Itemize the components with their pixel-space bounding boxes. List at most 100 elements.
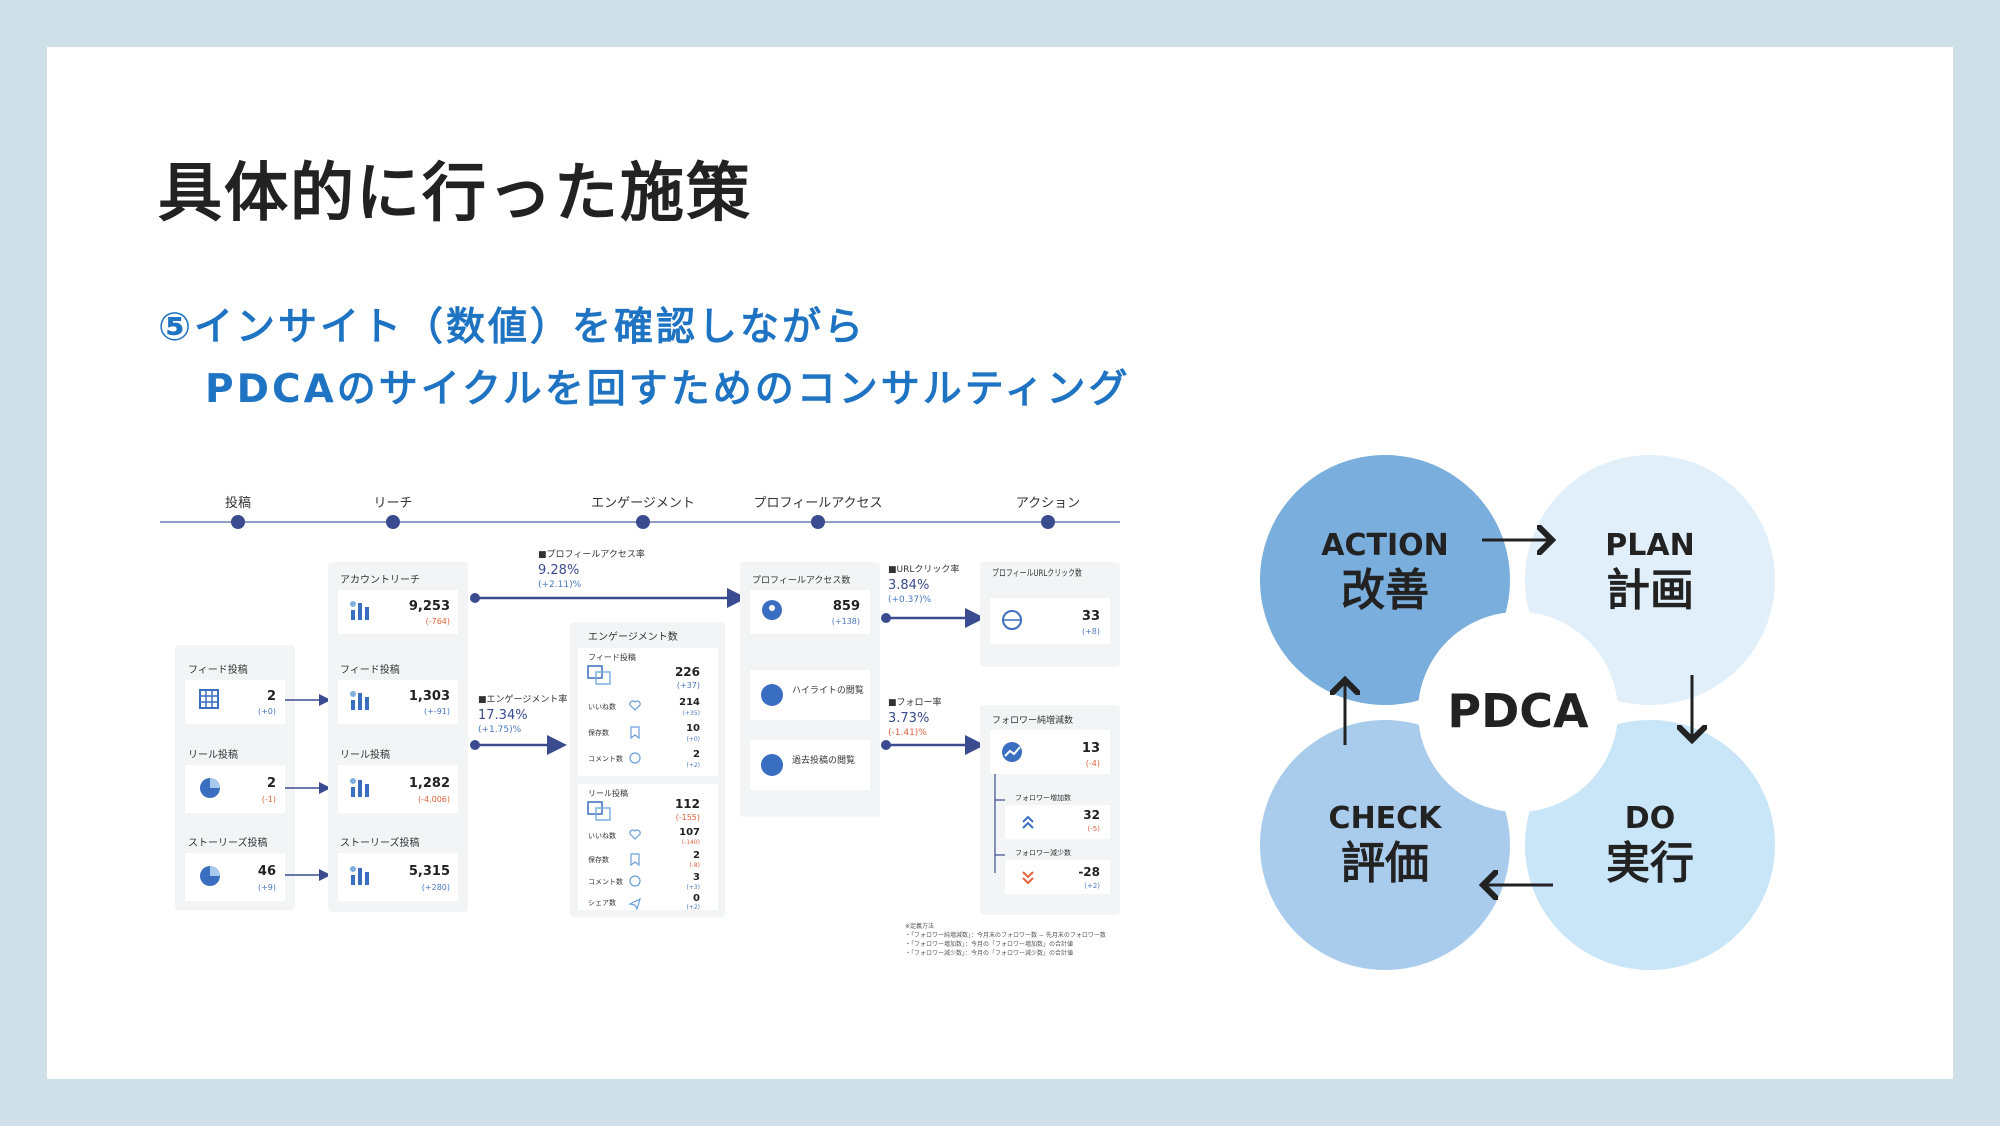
svg-text:ストーリーズ投稿: ストーリーズ投稿 xyxy=(188,836,268,849)
insight-dashboard: 投稿 リーチ エンゲージメント プロフィールアクセス アクション フィード投稿 … xyxy=(160,495,1120,957)
svg-text:(+9): (+9) xyxy=(258,883,276,892)
url-click-rate: ■URLクリック率 3.84% (+0.37)% xyxy=(888,563,959,605)
location-pin-icon xyxy=(762,600,782,620)
svg-text:112: 112 xyxy=(675,797,700,811)
svg-text:1,282: 1,282 xyxy=(409,776,450,791)
svg-text:(+2): (+2) xyxy=(1084,882,1100,890)
engagement-rate: ■エンゲージメント率 17.34% (+1.75)% xyxy=(478,693,567,735)
do-jp-label: 実行 xyxy=(1606,838,1694,889)
svg-text:フォロワー減少数: フォロワー減少数 xyxy=(1015,848,1071,857)
stage-label: エンゲージメント xyxy=(591,496,695,511)
svg-text:(-4): (-4) xyxy=(1086,759,1100,768)
svg-text:(+280): (+280) xyxy=(422,883,450,892)
svg-text:フィード投稿: フィード投稿 xyxy=(588,652,636,662)
bookmark-icon xyxy=(630,853,640,867)
url-clicks-card: プロフィールURLクリック数 33 (+8) xyxy=(990,567,1110,644)
subtitle-line-1: ⑤インサイト（数値）を確認しながら xyxy=(158,305,867,350)
globe-search-icon xyxy=(1002,610,1022,630)
reach-panel xyxy=(328,562,468,912)
svg-text:32: 32 xyxy=(1083,808,1100,822)
svg-text:(+2): (+2) xyxy=(686,762,700,769)
profile-access-rate: ■プロフィールアクセス率 9.28% (+2.11)% xyxy=(538,548,645,590)
svg-text:■プロフィールアクセス率: ■プロフィールアクセス率 xyxy=(538,548,645,560)
svg-text:フィード投稿: フィード投稿 xyxy=(188,663,248,676)
svg-text:2: 2 xyxy=(693,749,700,760)
stage-アクション: アクション xyxy=(1016,496,1080,529)
posts-stories-card: ストーリーズ投稿 46 (+9) xyxy=(185,836,285,901)
svg-text:■フォロー率: ■フォロー率 xyxy=(888,696,942,708)
pdca-cycle-diagram: ACTION 改善 PLAN 計画 CHECK 評価 DO 実行 PDCA xyxy=(1260,455,1775,970)
svg-text:(-8): (-8) xyxy=(689,862,700,869)
subtitle-line-2: PDCAのサイクルを回すためのコンサルティング xyxy=(205,367,1131,412)
followers-gain-card: フォロワー増加数 32 (-5) xyxy=(1005,793,1110,839)
svg-text:9,253: 9,253 xyxy=(409,599,450,614)
svg-text:(-1.41)%: (-1.41)% xyxy=(888,728,927,738)
svg-text:3.84%: 3.84% xyxy=(888,578,929,593)
do-en-label: DO xyxy=(1625,801,1675,836)
svg-text:13: 13 xyxy=(1082,741,1100,756)
stage-投稿: 投稿 xyxy=(225,495,251,529)
definition-notes: ※定義方法 ・「フォロワー純増減数」：今月末のフォロワー数 − 先月末のフォロワ… xyxy=(905,922,1106,957)
double-chevron-down-icon xyxy=(1022,871,1034,885)
svg-text:(-155): (-155) xyxy=(676,813,700,822)
svg-text:コメント数: コメント数 xyxy=(588,754,623,763)
svg-text:保存数: 保存数 xyxy=(588,855,609,864)
svg-text:3.73%: 3.73% xyxy=(888,711,929,726)
svg-text:リール投稿: リール投稿 xyxy=(588,788,628,798)
svg-text:(+138): (+138) xyxy=(832,617,860,626)
share-icon xyxy=(628,897,641,911)
pdca-center-label: PDCA xyxy=(1447,684,1589,738)
action-jp-label: 改善 xyxy=(1341,565,1429,616)
posts-feed-card: フィード投稿 2 (+0) xyxy=(185,663,285,724)
svg-text:フォロワー純増減数: フォロワー純増減数 xyxy=(992,714,1073,726)
people-icon xyxy=(587,665,611,685)
reach-feed-card: フィード投稿 1,303 (+-91) xyxy=(338,663,458,724)
svg-text:コメント数: コメント数 xyxy=(588,877,623,886)
bookmark-icon xyxy=(630,726,640,740)
svg-text:(+2.11)%: (+2.11)% xyxy=(538,580,582,590)
svg-text:33: 33 xyxy=(1082,609,1100,624)
pdca-center-circle xyxy=(1418,612,1618,812)
trend-up-icon xyxy=(1002,742,1022,762)
svg-text:9.28%: 9.28% xyxy=(538,563,579,578)
plan-en-label: PLAN xyxy=(1605,528,1694,563)
double-chevron-up-icon xyxy=(1022,815,1034,829)
reach-stories-card: ストーリーズ投稿 5,315 (+280) xyxy=(338,836,458,901)
engagement-title: エンゲージメント数 xyxy=(588,630,678,643)
svg-text:(-5): (-5) xyxy=(1088,825,1101,833)
svg-text:・「フォロワー減少数」：今月の「フォロワー減少数」の合計値: ・「フォロワー減少数」：今月の「フォロワー減少数」の合計値 xyxy=(905,949,1073,957)
svg-text:プロフィールアクセス数: プロフィールアクセス数 xyxy=(752,574,850,586)
svg-text:過去投稿の閲覧: 過去投稿の閲覧 xyxy=(792,754,855,766)
svg-text:■URLクリック率: ■URLクリック率 xyxy=(888,563,959,575)
svg-text:リール投稿: リール投稿 xyxy=(340,748,390,761)
action-en-label: ACTION xyxy=(1321,528,1448,563)
svg-text:(+35): (+35) xyxy=(683,710,700,717)
svg-text:-28: -28 xyxy=(1078,865,1100,879)
svg-text:■エンゲージメント率: ■エンゲージメント率 xyxy=(478,693,567,705)
grid-icon xyxy=(199,689,219,709)
svg-text:214: 214 xyxy=(679,697,700,708)
check-en-label: CHECK xyxy=(1329,801,1444,836)
check-jp-label: 評価 xyxy=(1341,838,1429,889)
followers-net-card: フォロワー純増減数 13 (-4) xyxy=(990,714,1110,774)
pie-chart-icon xyxy=(200,778,220,798)
follow-rate: ■フォロー率 3.73% (-1.41)% xyxy=(888,696,942,738)
svg-text:フォロワー増加数: フォロワー増加数 xyxy=(1015,793,1071,802)
svg-text:(-1): (-1) xyxy=(262,795,276,804)
pie-chart-icon xyxy=(200,866,220,886)
posts-reel-card: リール投稿 2 (-1) xyxy=(185,748,285,813)
svg-text:3: 3 xyxy=(693,872,700,883)
svg-text:(+0): (+0) xyxy=(258,707,276,716)
followers-loss-card: フォロワー減少数 -28 (+2) xyxy=(1005,848,1110,894)
svg-text:リール投稿: リール投稿 xyxy=(188,748,238,761)
svg-text:いいね数: いいね数 xyxy=(588,702,616,711)
past-posts-icon xyxy=(761,754,783,776)
comment-icon xyxy=(629,875,641,887)
people-icon xyxy=(587,801,611,821)
svg-text:いいね数: いいね数 xyxy=(588,831,616,840)
stage-プロフィールアクセス: プロフィールアクセス xyxy=(753,496,883,529)
svg-text:(-140): (-140) xyxy=(682,839,700,846)
heart-icon xyxy=(629,700,641,711)
svg-text:226: 226 xyxy=(675,665,700,679)
svg-text:17.34%: 17.34% xyxy=(478,708,528,723)
